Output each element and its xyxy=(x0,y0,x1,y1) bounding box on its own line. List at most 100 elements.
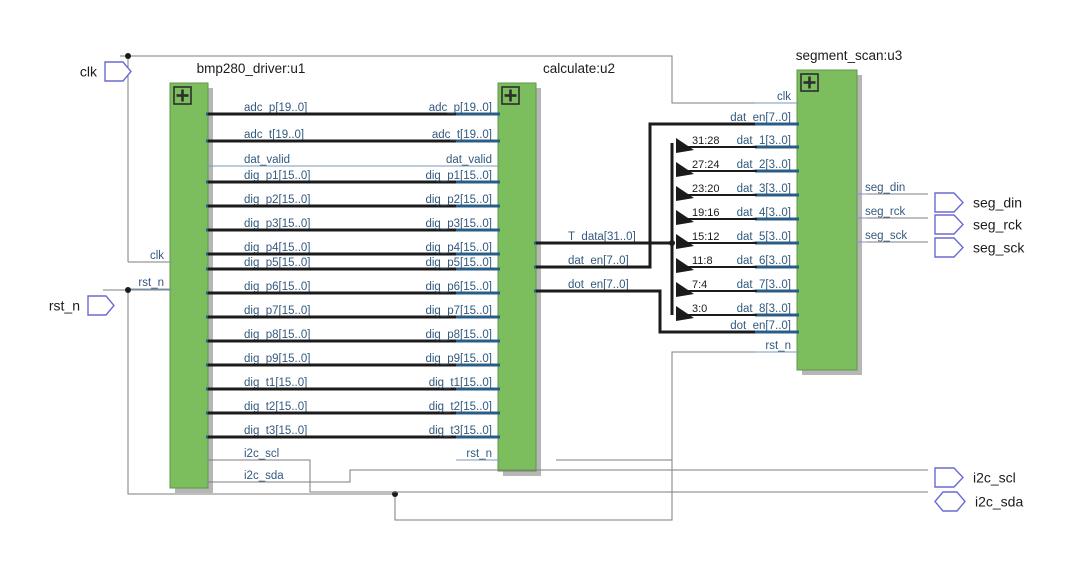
u2-left-port-11[interactable]: dig_p9[15..0] xyxy=(425,353,500,367)
bus-tap-triangle-3 xyxy=(676,162,694,177)
block-u3[interactable]: segment_scan:u3 xyxy=(796,48,903,375)
u3-left-port-0[interactable]: clk xyxy=(755,91,799,104)
u2-left-port-15[interactable]: rst_n xyxy=(456,448,500,461)
u2-left-port-7[interactable]: dig_p5[15..0] xyxy=(425,257,500,271)
bidir-pin-i2c_sda[interactable]: i2c_sda xyxy=(934,491,1023,512)
u2-left-label-3: dig_p1[15..0] xyxy=(425,170,492,182)
input-pin-clk[interactable]: clk xyxy=(80,61,132,82)
block-title-u1: bmp280_driver:u1 xyxy=(197,61,306,76)
u2-left-port-5[interactable]: dig_p3[15..0] xyxy=(425,218,500,232)
u3-left-port-2[interactable]: dat_1[3..0]31:28 xyxy=(676,135,799,153)
plus-icon-box-u3[interactable] xyxy=(800,73,819,92)
junction-tdata xyxy=(669,240,675,246)
u3-left-port-1[interactable]: dat_en[7..0] xyxy=(730,112,799,126)
bus-tap-range-6: 15:12 xyxy=(692,231,720,243)
u1-port-label-0: adc_p[19..0] xyxy=(244,102,307,114)
u2-left-port-2[interactable]: dat_valid xyxy=(446,154,500,167)
u2-left-port-12[interactable]: dig_t1[15..0] xyxy=(429,377,500,391)
output-pin-shape-seg_rck[interactable] xyxy=(934,214,964,235)
u3-right-port-1[interactable]: seg_rck xyxy=(855,206,928,219)
u3-left-label-6: dat_5[3..0] xyxy=(737,231,791,243)
u3-left-port-3[interactable]: dat_2[3..0]27:24 xyxy=(676,159,799,177)
u3-left-port-6[interactable]: dat_5[3..0] 15:12 xyxy=(676,231,799,249)
u3-left-port-9[interactable]: dat_8[3..0] 3:0 xyxy=(676,303,799,321)
bidir-pin-shape-i2c_sda[interactable] xyxy=(934,491,966,512)
u3-right-label-1: seg_rck xyxy=(865,206,906,218)
u3-right-port-2[interactable]: seg_sck xyxy=(855,230,928,243)
u3-right-label-0: seg_din xyxy=(865,182,905,194)
u2-left-port-0[interactable]: adc_p[19..0] xyxy=(429,102,500,116)
u1-left-port-0[interactable]: clk xyxy=(128,250,172,263)
u2-left-port-3[interactable]: dig_p1[15..0] xyxy=(425,170,500,184)
output-pin-label-seg_rck: seg_rck xyxy=(973,217,1023,233)
output-pin-shape-i2c_scl[interactable] xyxy=(934,467,964,488)
bidir-pin-label-i2c_sda: i2c_sda xyxy=(975,494,1023,510)
net-rstn-to-u3 xyxy=(671,351,755,520)
u2-left-label-11: dig_p9[15..0] xyxy=(425,353,492,365)
input-pin-shape-clk[interactable] xyxy=(104,61,132,82)
output-pin-shape-seg_sck[interactable] xyxy=(934,237,964,258)
u3-left-label-8: dat_7[3..0] xyxy=(737,279,791,291)
bus-tap-triangle-9 xyxy=(676,306,694,321)
u2-left-label-4: dig_p2[15..0] xyxy=(425,194,492,206)
net-i2c-sda xyxy=(208,469,928,483)
bus-tap-range-9: 3:0 xyxy=(692,303,707,315)
u2-left-port-6[interactable]: dig_p4[15..0] xyxy=(425,242,500,256)
u2-left-port-9[interactable]: dig_p7[15..0] xyxy=(425,305,500,319)
output-pin-shape-seg_din[interactable] xyxy=(934,192,964,213)
output-pin-seg_din[interactable]: seg_din xyxy=(934,192,1022,213)
u1-left-label-1: rst_n xyxy=(138,277,164,289)
output-pin-seg_sck[interactable]: seg_sck xyxy=(934,237,1025,258)
u2-left-label-12: dig_t1[15..0] xyxy=(429,377,492,389)
bus-tap-range-5: 19:16 xyxy=(692,207,720,219)
u1-port-label-9: dig_p7[15..0] xyxy=(244,305,311,317)
u2-left-label-6: dig_p4[15..0] xyxy=(425,242,492,254)
output-pin-label-i2c_scl: i2c_scl xyxy=(973,470,1016,486)
input-pin-shape-rst_n[interactable] xyxy=(87,295,115,316)
u2-left-label-7: dig_p5[15..0] xyxy=(425,257,492,269)
u2-left-label-0: adc_p[19..0] xyxy=(429,102,492,114)
u3-left-port-7[interactable]: dat_6[3..0]11:8 xyxy=(676,255,799,273)
block-u1[interactable]: bmp280_driver:u1 xyxy=(169,61,306,493)
block-u2[interactable]: calculate:u2 xyxy=(497,61,615,476)
u2-left-label-1: adc_t[19..0] xyxy=(432,129,492,141)
u1-port-label-11: dig_p9[15..0] xyxy=(244,353,311,365)
u3-left-port-11[interactable]: rst_n xyxy=(755,340,799,353)
u1-port-label-10: dig_p8[15..0] xyxy=(244,329,311,341)
u2-left-port-4[interactable]: dig_p2[15..0] xyxy=(425,194,500,208)
output-pin-seg_rck[interactable]: seg_rck xyxy=(934,214,1023,235)
u3-right-label-2: seg_sck xyxy=(865,230,907,242)
junction-clk xyxy=(125,53,131,59)
u2-left-port-1[interactable]: adc_t[19..0] xyxy=(432,129,500,143)
u3-left-port-8[interactable]: dat_7[3..0]7:4 xyxy=(676,279,799,297)
input-pin-rst_n[interactable]: rst_n xyxy=(49,295,115,316)
u2-left-label-8: dig_p6[15..0] xyxy=(425,281,492,293)
u2-left-port-13[interactable]: dig_t2[15..0] xyxy=(429,401,500,415)
u2-right-label-0: T_data[31..0] xyxy=(568,231,636,243)
plus-icon-box-u1[interactable] xyxy=(173,86,192,105)
u3-left-port-4[interactable]: dat_3[3..0]23:20 xyxy=(676,183,799,201)
bus-tap-triangle-7 xyxy=(676,258,694,273)
u1-port-label-8: dig_p6[15..0] xyxy=(244,281,311,293)
u1-port-label-13: dig_t2[15..0] xyxy=(244,401,307,413)
u3-left-port-10[interactable]: dot_en[7..0] xyxy=(730,320,799,334)
u3-right-port-0[interactable]: seg_din xyxy=(855,182,928,195)
u2-left-label-5: dig_p3[15..0] xyxy=(425,218,492,230)
block-body-u1 xyxy=(169,82,209,489)
u2-left-port-8[interactable]: dig_p6[15..0] xyxy=(425,281,500,295)
bus-tap-range-4: 23:20 xyxy=(692,183,720,195)
u1-left-port-1[interactable]: rst_n xyxy=(128,277,172,290)
u2-left-port-14[interactable]: dig_t3[15..0] xyxy=(429,425,500,439)
output-pin-i2c_scl[interactable]: i2c_scl xyxy=(934,467,1016,488)
u2-left-port-10[interactable]: dig_p8[15..0] xyxy=(425,329,500,343)
net-i2c-scl xyxy=(208,459,928,493)
u2-right-label-1: dat_en[7..0] xyxy=(568,255,629,267)
u3-left-label-9: dat_8[3..0] xyxy=(737,303,791,315)
u1-port-label-5: dig_p3[15..0] xyxy=(244,218,311,230)
u3-left-label-5: dat_4[3..0] xyxy=(737,207,791,219)
u1-port-label-7: dig_p5[15..0] xyxy=(244,257,311,269)
u3-left-port-5[interactable]: dat_4[3..0] 19:16 xyxy=(676,207,799,225)
plus-icon-box-u2[interactable] xyxy=(501,86,520,105)
u3-left-label-7: dat_6[3..0] xyxy=(737,255,791,267)
